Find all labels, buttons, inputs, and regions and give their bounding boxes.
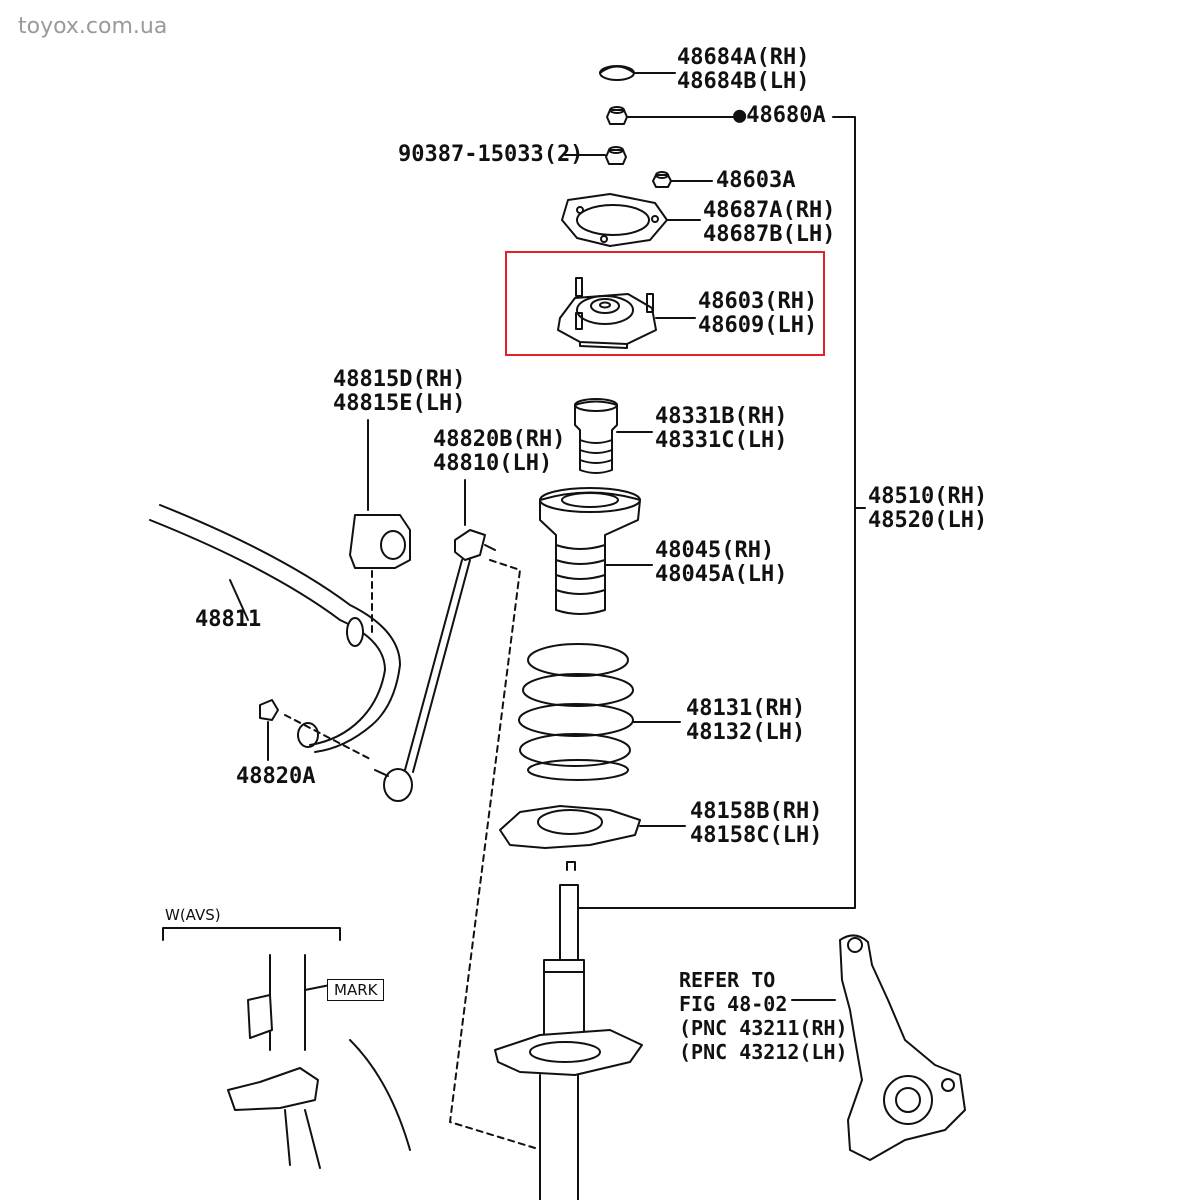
label-48820b[interactable]: 48820B(RH) [433, 427, 566, 452]
label-48045[interactable]: 48045(RH) [655, 538, 775, 563]
nut-icon [652, 171, 713, 188]
guide-lines [284, 559, 536, 1149]
label-48520[interactable]: 48520(LH) [868, 508, 988, 533]
mark-label: MARK [327, 979, 385, 1001]
inset-title: W(AVS) [165, 906, 221, 924]
inset-avs [162, 927, 411, 1169]
highlight-box [505, 251, 825, 356]
label-48820a[interactable]: 48820A [236, 764, 316, 789]
label-48510[interactable]: 48510(RH) [868, 484, 988, 509]
watermark: toyox.com.ua [18, 14, 168, 39]
label-48331c[interactable]: 48331C(LH) [655, 428, 788, 453]
cap-icon [599, 65, 676, 81]
label-48687b[interactable]: 48687B(LH) [703, 222, 836, 247]
label-48687a[interactable]: 48687A(RH) [703, 198, 836, 223]
coil-spring-icon [518, 643, 681, 781]
label-48603[interactable]: 48603(RH) [698, 289, 818, 314]
stabilizer-bushing-icon [349, 419, 411, 569]
shock-absorber-icon [494, 861, 643, 1200]
label-90387[interactable]: 90387-15033(2) [398, 142, 584, 167]
label-48132[interactable]: 48132(LH) [686, 720, 806, 745]
label-48680a[interactable]: ●48680A [733, 103, 826, 128]
label-48045a[interactable]: 48045A(LH) [655, 562, 788, 587]
plate-icon [561, 193, 701, 247]
refer-line-4: (PNC 43212(LH) [679, 1040, 848, 1064]
spring-insulator-icon [499, 805, 686, 849]
label-48158b[interactable]: 48158B(RH) [690, 799, 823, 824]
label-48609[interactable]: 48609(LH) [698, 313, 818, 338]
dust-boot-icon [539, 487, 653, 615]
label-48684a[interactable]: 48684A(RH) [677, 45, 810, 70]
label-48815d[interactable]: 48815D(RH) [333, 367, 466, 392]
refer-line-3: (PNC 43211(RH) [679, 1016, 848, 1040]
label-48131[interactable]: 48131(RH) [686, 696, 806, 721]
label-48603a[interactable]: 48603A [716, 168, 796, 193]
nut-icon [606, 106, 739, 125]
label-48331b[interactable]: 48331B(RH) [655, 404, 788, 429]
assembly-bracket [574, 116, 866, 909]
refer-line-2[interactable]: FIG 48-02 [679, 992, 788, 1016]
label-48158c[interactable]: 48158C(LH) [690, 823, 823, 848]
label-48811[interactable]: 48811 [195, 607, 262, 632]
bump-stopper-icon [574, 398, 653, 474]
nut-icon [259, 699, 319, 761]
strut-mount-icon [557, 277, 696, 349]
refer-line-1: REFER TO [679, 968, 776, 992]
label-48815e[interactable]: 48815E(LH) [333, 391, 466, 416]
label-48810[interactable]: 48810(LH) [433, 451, 553, 476]
label-48684b[interactable]: 48684B(LH) [677, 69, 810, 94]
stabilizer-link-icon [374, 479, 496, 802]
nut-icon [564, 146, 627, 165]
steering-knuckle-icon [791, 934, 966, 1161]
stabilizer-bar-icon [149, 504, 401, 753]
